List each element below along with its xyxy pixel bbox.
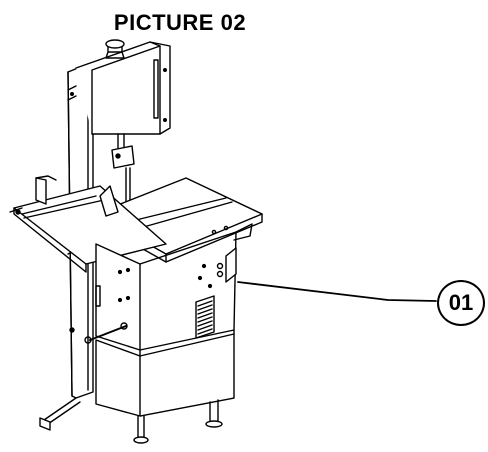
lower-base <box>95 329 235 417</box>
cabinet-body <box>84 223 253 351</box>
blade-guide <box>111 133 135 213</box>
machine-legs <box>39 397 223 444</box>
callout-number: 01 <box>448 290 474 315</box>
callout-circle-icon: 01 <box>437 280 485 326</box>
sliding-carriage <box>9 175 167 273</box>
picture-title: PICTURE 02 <box>113 10 247 35</box>
callout-leader-line <box>237 281 437 302</box>
upper-wheel-housing <box>75 39 171 135</box>
